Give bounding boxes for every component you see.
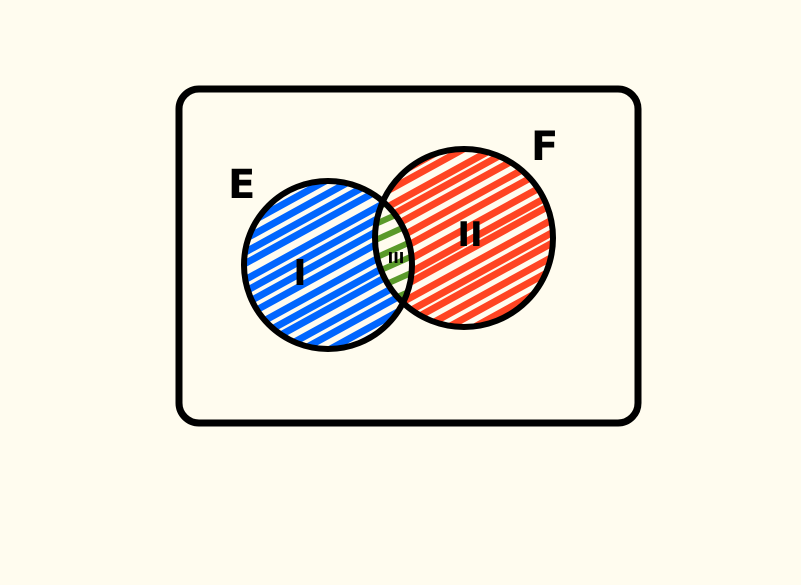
hatch-stroke	[236, 180, 424, 287]
hatch-stroke	[236, 254, 424, 361]
set-e-label: E	[228, 162, 255, 208]
hatch-stroke	[366, 196, 564, 308]
set-f-circle	[372, 146, 556, 330]
set-e-circle	[241, 178, 415, 352]
universal-set-frame	[175, 85, 642, 427]
region-only-e-label: I	[293, 253, 306, 294]
hatch-stroke	[236, 139, 424, 246]
hatch-stroke	[366, 235, 564, 347]
hatch-stroke	[366, 108, 564, 221]
hatch-stroke	[236, 281, 424, 388]
hatch-stroke	[236, 87, 424, 194]
region-only-f-label: II	[457, 215, 482, 255]
hatch-stroke	[366, 119, 564, 231]
hatch-stroke	[236, 152, 424, 259]
hatch-stroke	[236, 100, 424, 207]
hatch-stroke	[366, 145, 564, 258]
region-only-f-hatching	[366, 42, 564, 403]
hatch-stroke	[236, 307, 424, 414]
hatch-stroke	[366, 224, 564, 337]
hatch-stroke	[366, 249, 564, 361]
hatch-stroke	[366, 42, 564, 155]
region-intersection-label: III	[388, 249, 405, 267]
set-f-label: F	[531, 124, 558, 170]
hatch-stroke	[236, 111, 424, 218]
hatch-stroke	[366, 290, 564, 403]
hatch-stroke	[236, 204, 424, 311]
hatch-stroke	[366, 55, 564, 167]
hatch-stroke	[366, 262, 564, 374]
